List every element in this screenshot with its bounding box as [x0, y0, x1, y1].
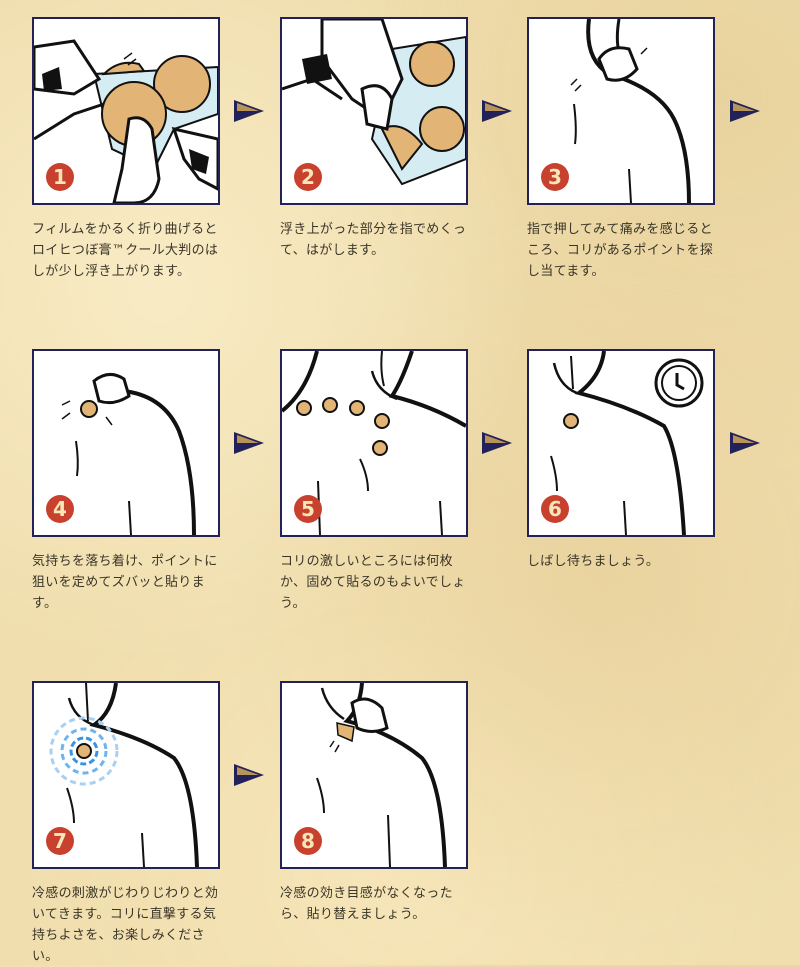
next-arrow-icon: [482, 432, 512, 454]
step-number-badge: 2: [294, 163, 322, 191]
step-caption: 指で押してみて痛みを感じるところ、コリがあるポイントを探し当てます。: [527, 222, 714, 279]
step-3-illustration: 3: [527, 17, 715, 205]
apply-patch-icon: [61, 373, 196, 535]
step-caption: 冷感の効き目感がなくなったら、貼り替えましょう。: [280, 886, 453, 922]
step-caption: しばし待ちましょう。: [527, 554, 660, 569]
step-7: 7 冷感の刺激がじわりじわりと効いてきます。コリに直撃する気持ちよさを、お楽しみ…: [32, 681, 222, 967]
fold-film-icon: [34, 39, 218, 203]
step-2-illustration: 2: [280, 17, 468, 205]
step-number-badge: 4: [46, 495, 74, 523]
step-6-illustration: 6: [527, 349, 715, 537]
step-number-badge: 6: [541, 495, 569, 523]
step-2: 2 浮き上がった部分を指でめくって、はがします。: [280, 17, 470, 261]
step-1: 1 フィルムをかるく折り曲げるとロイヒつぼ膏™クール大判のはしが少し浮き上がりま…: [32, 17, 222, 282]
step-8-illustration: 8: [280, 681, 468, 869]
next-arrow-icon: [234, 100, 264, 122]
step-caption: 気持ちを落ち着け、ポイントに狙いを定めてズバッと貼ります。: [32, 554, 218, 611]
step-number-badge: 1: [46, 163, 74, 191]
step-number-badge: 3: [541, 163, 569, 191]
cooling-effect-icon: [49, 683, 199, 867]
step-4: 4 気持ちを落ち着け、ポイントに狙いを定めてズバッと貼ります。: [32, 349, 222, 614]
multiple-patches-icon: [282, 351, 466, 535]
step-1-illustration: 1: [32, 17, 220, 205]
step-caption: 浮き上がった部分を指でめくって、はがします。: [280, 222, 467, 258]
step-8: 8 冷感の効き目感がなくなったら、貼り替えましょう。: [280, 681, 470, 925]
remove-patch-icon: [316, 683, 447, 867]
step-6: 6 しばし待ちましょう。: [527, 349, 717, 572]
step-5-illustration: 5: [280, 349, 468, 537]
step-3: 3 指で押してみて痛みを感じるところ、コリがあるポイントを探し当てます。: [527, 17, 717, 282]
step-5: 5 コリの激しいところには何枚か、固めて貼るのもよいでしょう。: [280, 349, 470, 614]
next-arrow-icon: [482, 100, 512, 122]
next-arrow-icon: [730, 100, 760, 122]
press-shoulder-icon: [570, 19, 691, 203]
step-number-badge: 7: [46, 827, 74, 855]
next-arrow-icon: [234, 764, 264, 786]
step-number-badge: 5: [294, 495, 322, 523]
next-arrow-icon: [234, 432, 264, 454]
step-number-badge: 8: [294, 827, 322, 855]
step-caption: フィルムをかるく折り曲げるとロイヒつぼ膏™クール大判のはしが少し浮き上がります。: [32, 222, 219, 279]
step-4-illustration: 4: [32, 349, 220, 537]
step-7-illustration: 7: [32, 681, 220, 869]
peel-patch-icon: [282, 19, 466, 186]
next-arrow-icon: [730, 432, 760, 454]
clock-wait-icon: [550, 351, 704, 535]
step-caption: コリの激しいところには何枚か、固めて貼るのもよいでしょう。: [280, 554, 466, 611]
step-caption: 冷感の刺激がじわりじわりと効いてきます。コリに直撃する気持ちよさを、お楽しみくだ…: [32, 886, 219, 964]
